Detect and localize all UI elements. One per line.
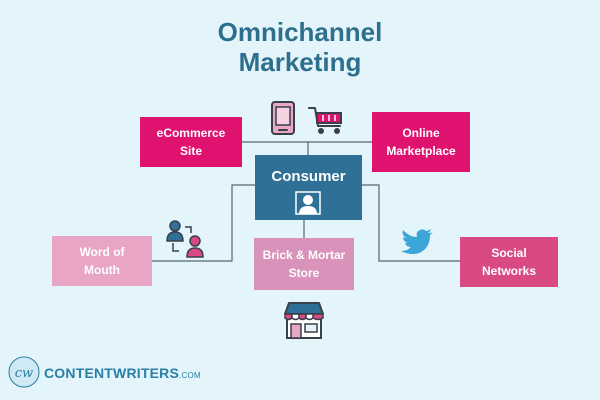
connector-consumer-social (362, 184, 460, 262)
node-consumer: Consumer (255, 155, 362, 220)
title-line-1: Omnichannel (217, 17, 383, 47)
logo-suffix: .COM (179, 371, 201, 380)
storefront-icon (284, 302, 324, 339)
node-social-networks: Social Networks (460, 237, 558, 287)
logo-text: CONTENTWRITERS (44, 365, 180, 381)
twitter-bird-icon (401, 229, 433, 254)
contentwriters-logo-text: CONTENTWRITERS.COM (44, 365, 201, 384)
logo-mark-text: cw (15, 366, 33, 381)
node-brick-mortar-store: Brick & Mortar Store (254, 238, 354, 290)
mobile-phone-icon (271, 101, 295, 135)
shopping-cart-icon (308, 107, 342, 134)
node-word-of-mouth: Word of Mouth (52, 236, 152, 286)
node-online-marketplace: Online Marketplace (372, 112, 470, 172)
connector-consumer-word (152, 184, 255, 262)
person-icon (295, 191, 321, 215)
consumer-label: Consumer (271, 168, 346, 185)
node-ecommerce-site: eCommerce Site (140, 117, 242, 167)
title-line-2: Marketing (238, 47, 362, 77)
contentwriters-logo-mark: cw (8, 356, 40, 393)
people-talking-icon (166, 220, 204, 258)
